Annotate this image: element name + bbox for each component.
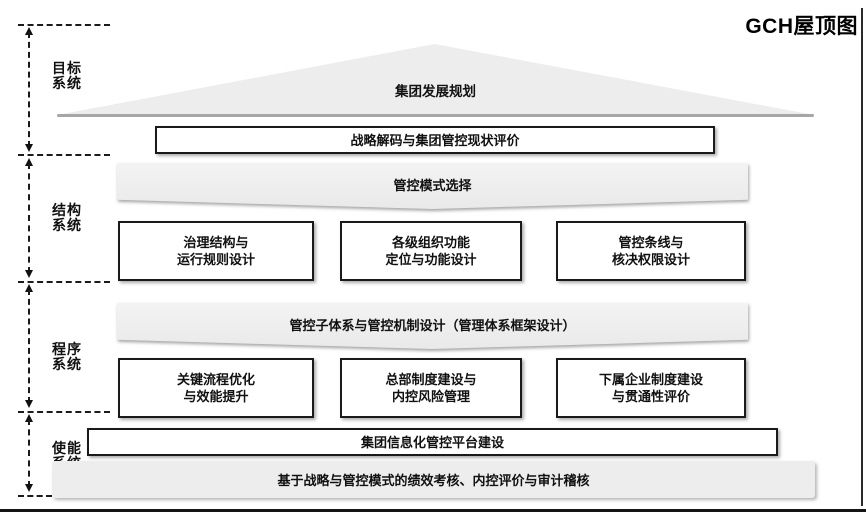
- dashed-divider-3: [18, 281, 110, 283]
- procedure-box-headquarters: 总部制度建设与 内控风险管理: [340, 358, 522, 418]
- structure-box-authority: 管控条线与 核决权限设计: [556, 221, 746, 281]
- dashed-divider-4: [18, 411, 110, 413]
- procedure-banner-label: 管控子体系与管控机制设计（管理体系框架设计）: [289, 318, 576, 333]
- dashed-divider-1: [18, 24, 110, 26]
- arrow-down-icon: [25, 484, 33, 492]
- procedure-box-process: 关键流程优化 与效能提升: [118, 358, 314, 418]
- side-label-structure-system: 结构 系统: [52, 202, 82, 233]
- procedure-box-subsidiary: 下属企业制度建设 与贯通性评价: [556, 358, 746, 418]
- page-title: GCH屋顶图: [745, 15, 858, 38]
- dashed-divider-5: [18, 495, 80, 497]
- page-right-border: [861, 8, 863, 506]
- structure-banner: 管控模式选择: [117, 163, 748, 209]
- arrow-down-icon: [25, 144, 33, 152]
- range-arrow-icon-goal: [25, 27, 34, 152]
- side-label-procedure-system: 程序 系统: [52, 341, 82, 372]
- dashed-line: [28, 419, 30, 487]
- arrow-down-icon: [25, 400, 33, 408]
- enable-platform-box: 集团信息化管控平台建设: [87, 428, 778, 456]
- strategy-decode-box: 战略解码与集团管控现状评价: [155, 126, 715, 154]
- procedure-banner: 管控子体系与管控机制设计（管理体系框架设计）: [117, 303, 748, 349]
- dashed-line: [28, 289, 30, 403]
- roof-label: 集团发展规划: [395, 84, 476, 99]
- range-arrow-icon-procedure: [25, 284, 34, 408]
- arrow-up-icon: [25, 158, 33, 166]
- range-arrow-icon-enable: [25, 414, 34, 492]
- dashed-divider-2: [18, 154, 110, 156]
- arrow-up-icon: [25, 414, 33, 422]
- page-bottom-border: [0, 509, 866, 512]
- arrow-up-icon: [25, 27, 33, 35]
- range-arrow-icon-structure: [25, 158, 34, 278]
- arrow-down-icon: [25, 270, 33, 278]
- structure-box-governance: 治理结构与 运行规则设计: [118, 221, 314, 281]
- dashed-line: [28, 32, 30, 147]
- side-label-goal-system: 目标 系统: [52, 60, 82, 91]
- structure-banner-label: 管控模式选择: [393, 178, 472, 193]
- enable-assessment-bar: 基于战略与管控模式的绩效考核、内控评价与审计稽核: [52, 461, 815, 498]
- dashed-line: [28, 163, 30, 273]
- structure-box-organization: 各级组织功能 定位与功能设计: [340, 221, 522, 281]
- roof-base-shadow: [57, 114, 814, 117]
- arrow-up-icon: [25, 284, 33, 292]
